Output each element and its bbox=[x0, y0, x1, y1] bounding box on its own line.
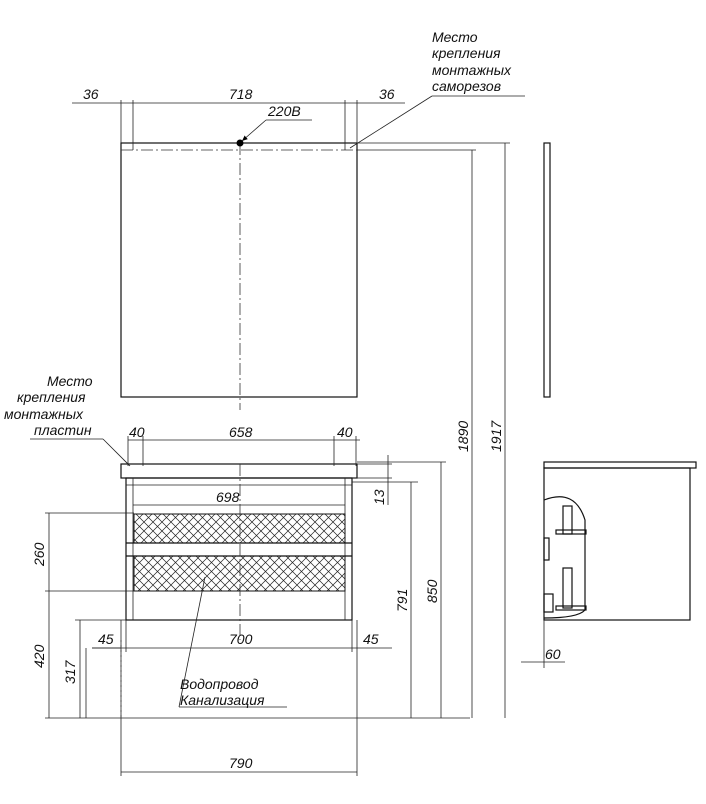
plate-note-line-3: монтажных bbox=[4, 406, 84, 422]
cabinet-front bbox=[120, 463, 358, 720]
dim-1890: 1890 bbox=[455, 421, 471, 452]
plate-dims: 40 658 40 bbox=[127, 424, 360, 466]
side-countertop bbox=[543, 461, 697, 469]
left-vertical-dims: 260 420 317 bbox=[31, 512, 470, 719]
plate-note-line-2: крепления bbox=[17, 389, 86, 405]
mirror-front bbox=[120, 139, 358, 410]
drawer-top bbox=[133, 513, 346, 544]
dim-mirror-width: 718 bbox=[229, 86, 253, 102]
dim-top-thickness: 13 bbox=[371, 489, 387, 505]
dim-floor-to-cabinet: 420 bbox=[31, 644, 47, 668]
mirror-outline bbox=[120, 142, 358, 398]
pipe-notes: Водопровод Канализация bbox=[178, 576, 287, 708]
side-depth-dim: 60 bbox=[521, 620, 565, 668]
dim-mirror-right: 36 bbox=[379, 86, 395, 102]
dim-791: 791 bbox=[394, 589, 410, 612]
screw-note-line-1: Место bbox=[432, 29, 478, 45]
drawer-bottom bbox=[133, 555, 346, 592]
plate-note-line-4: пластин bbox=[34, 422, 92, 438]
cabinet-body bbox=[125, 477, 353, 621]
screw-mount-note: Место крепления монтажных саморезов bbox=[349, 29, 525, 149]
water-label: Водопровод bbox=[180, 676, 259, 692]
right-vertical-dims: 791 850 1890 1917 bbox=[352, 142, 510, 718]
side-siphon-curve bbox=[543, 496, 586, 619]
dim-leg-span: 700 bbox=[229, 631, 253, 647]
mirror-width-dims: 36 718 36 bbox=[72, 86, 405, 150]
dim-inner-width: 698 bbox=[216, 489, 240, 505]
dim-mirror-left: 36 bbox=[83, 86, 99, 102]
power-label: 220В bbox=[267, 103, 301, 119]
sewer-label: Канализация bbox=[180, 692, 265, 708]
dim-side-depth: 60 bbox=[545, 646, 561, 662]
screw-note-line-2: крепления bbox=[432, 45, 501, 61]
screw-note-line-4: саморезов bbox=[432, 78, 501, 94]
dim-1917: 1917 bbox=[488, 420, 504, 452]
plate-mount-note: Место крепления монтажных пластин bbox=[4, 373, 131, 467]
countertop bbox=[120, 463, 358, 479]
side-body bbox=[543, 467, 691, 621]
total-width-dim: 790 bbox=[120, 620, 358, 776]
dim-drawers-height: 260 bbox=[31, 542, 47, 567]
mirror-side-view bbox=[543, 142, 551, 398]
screw-note-line-3: монтажных bbox=[432, 62, 512, 78]
dim-850: 850 bbox=[424, 579, 440, 603]
dim-leg-right: 45 bbox=[363, 631, 379, 647]
cabinet-side-view bbox=[543, 461, 697, 621]
inner-width-dim: 698 bbox=[133, 489, 345, 506]
dim-plate-left: 40 bbox=[129, 424, 145, 440]
dim-total-width: 790 bbox=[229, 755, 253, 771]
dim-plate-span: 658 bbox=[229, 424, 253, 440]
plate-note-line-1: Место bbox=[47, 373, 93, 389]
power-label-group: 220В bbox=[241, 103, 312, 142]
top-thickness-dim: 13 bbox=[352, 455, 392, 505]
dim-floor-to-pipes: 317 bbox=[62, 659, 78, 684]
dim-plate-right: 40 bbox=[337, 424, 353, 440]
leg-dims: 45 700 45 bbox=[92, 620, 392, 652]
power-outlet-point bbox=[236, 139, 244, 147]
dim-leg-left: 45 bbox=[98, 631, 114, 647]
